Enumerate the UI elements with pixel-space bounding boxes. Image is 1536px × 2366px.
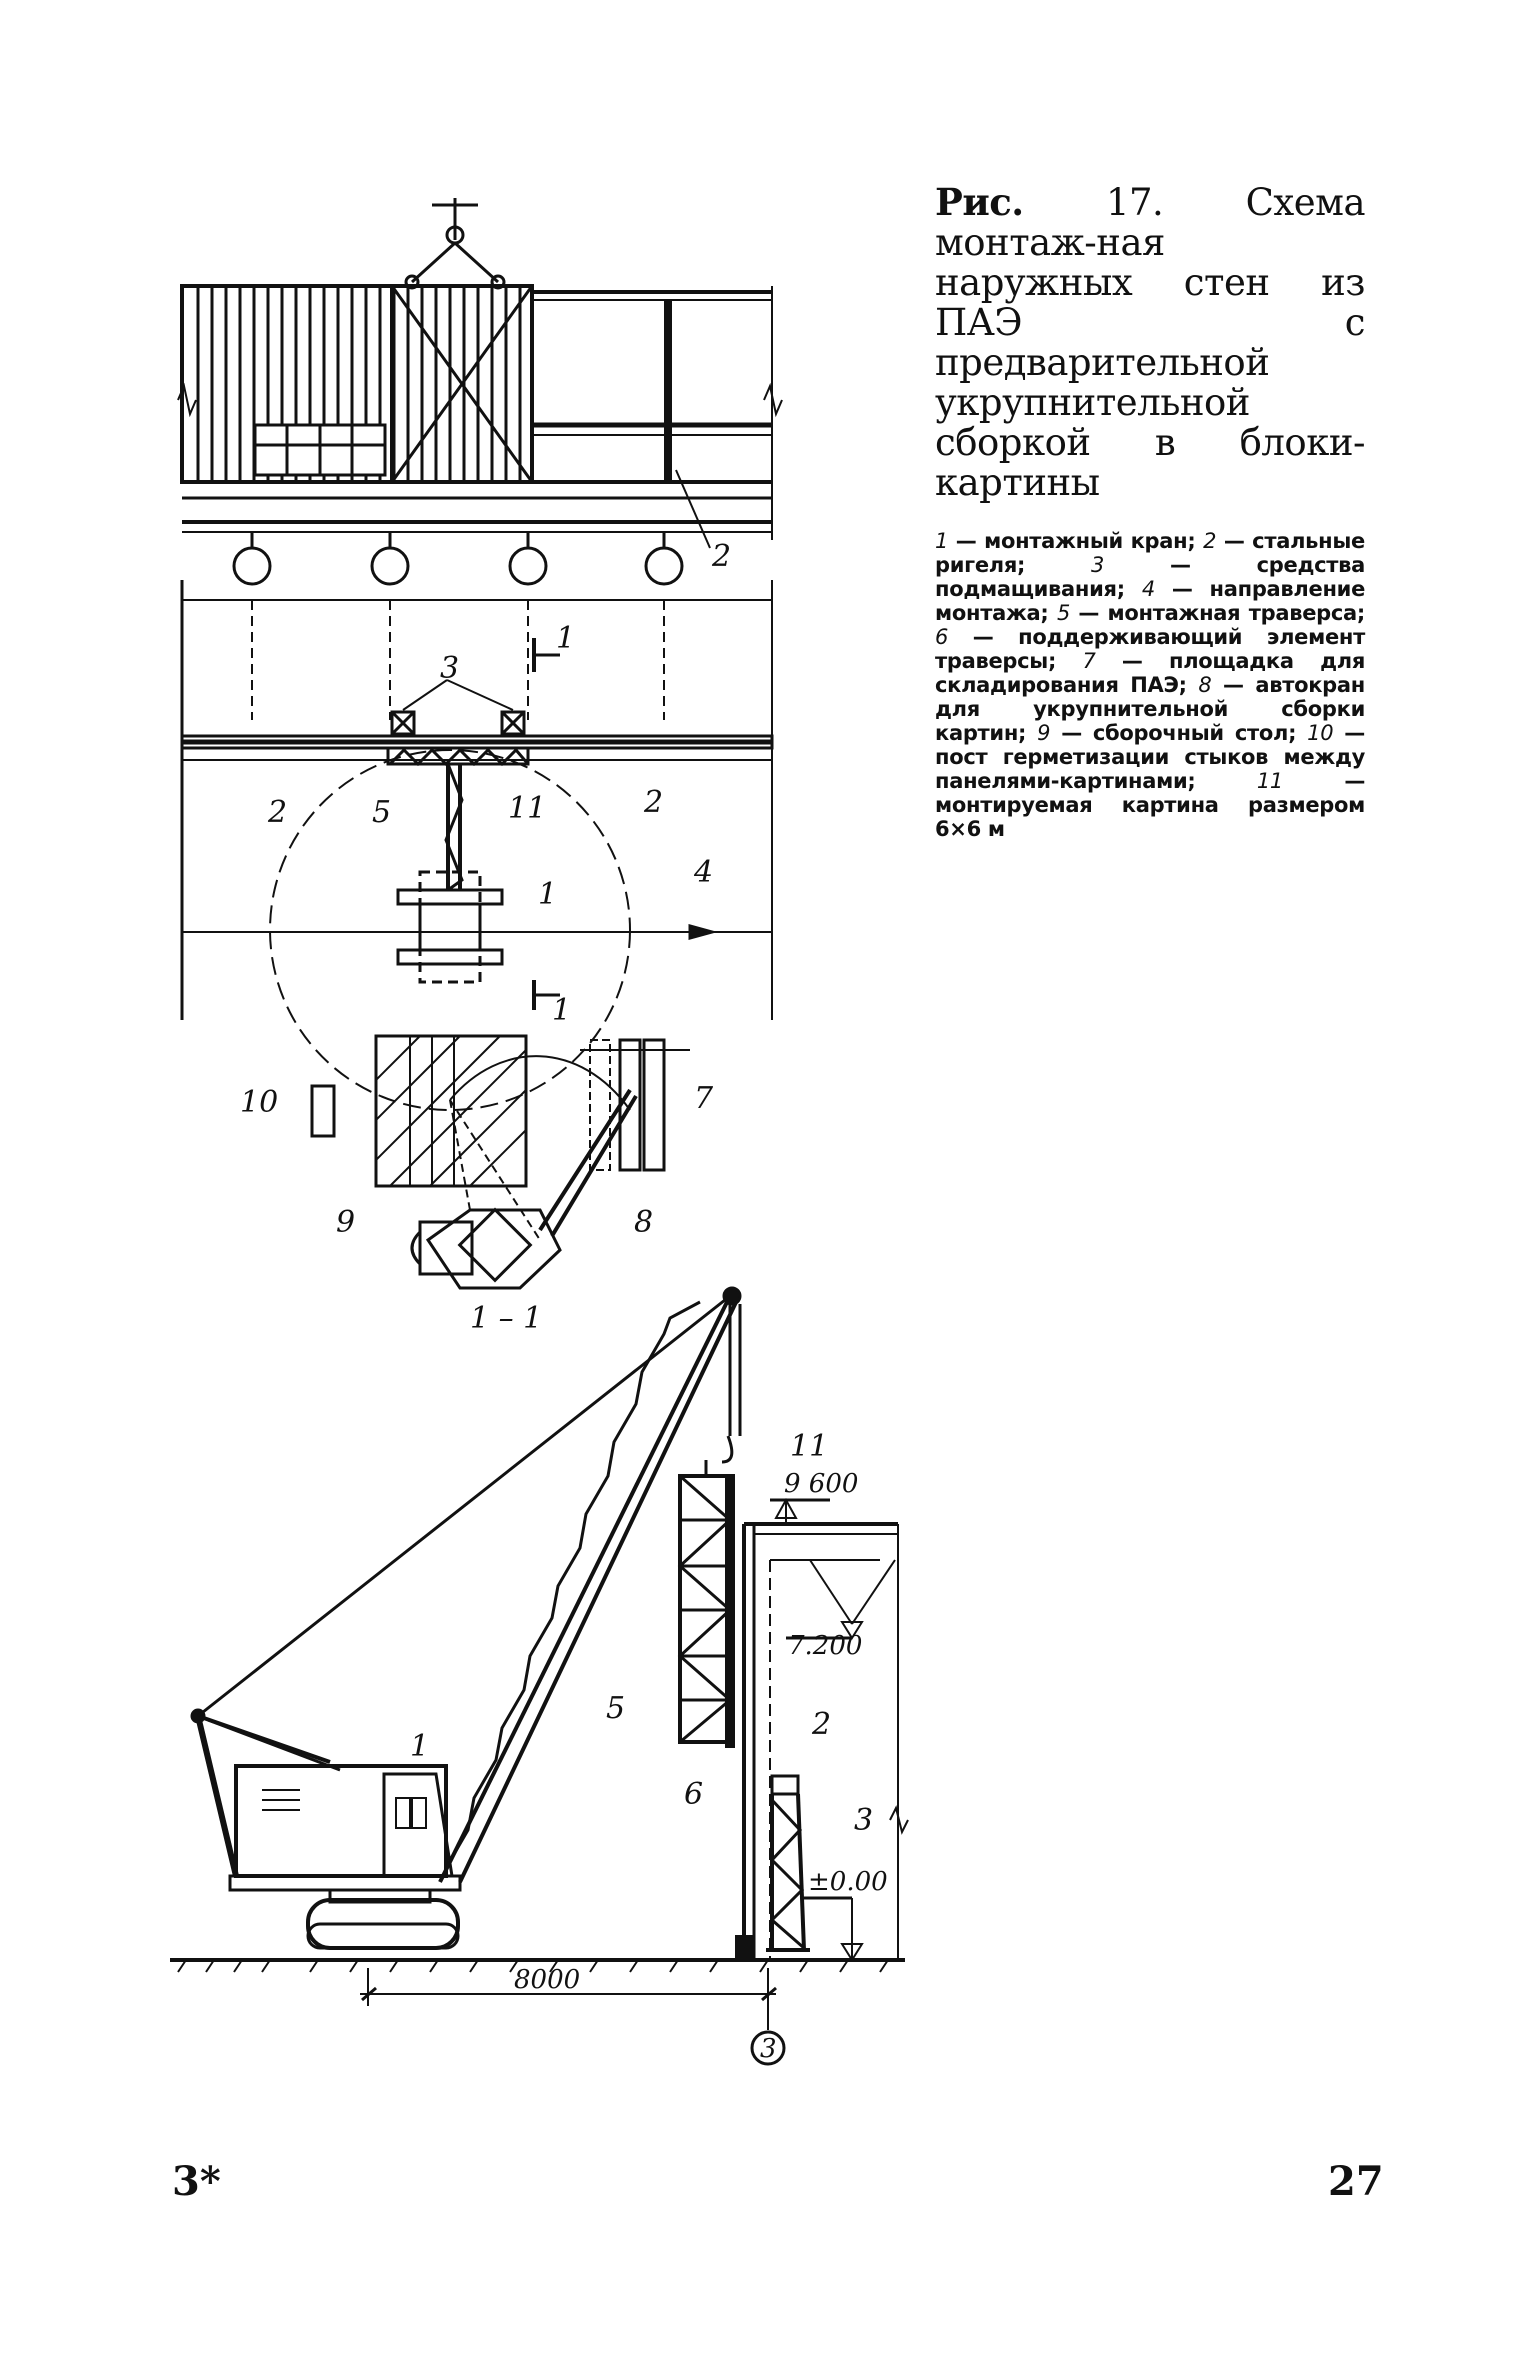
- legend-text-11: — монтируемая картина размером 6×6 м: [935, 769, 1366, 841]
- section-mark-bottom: 1: [552, 993, 571, 1028]
- legend-num-7: 7: [1082, 649, 1096, 673]
- label-7-plan: 7: [694, 1081, 714, 1116]
- elevation-7200: 7.200: [788, 1631, 862, 1661]
- figure-number: 17.: [1105, 181, 1164, 224]
- axis-label-3: 3: [760, 2034, 777, 2064]
- elevation-9600: 9 600: [784, 1469, 858, 1499]
- figure-title-text: Схема монтаж-ная наружных стен из ПАЭ с …: [935, 181, 1366, 504]
- label-6-section: 6: [684, 1777, 703, 1812]
- legend-num-2: 2: [1203, 529, 1217, 553]
- legend-text-4: — направление монтажа;: [935, 577, 1366, 625]
- label-11-section: 11: [790, 1429, 828, 1464]
- legend-num-9: 9: [1037, 721, 1051, 745]
- section-1-1: [170, 1286, 909, 2066]
- label-5-plan: 5: [372, 795, 391, 830]
- elevation-000: ±0.00: [808, 1867, 888, 1897]
- section-title: 1 – 1: [470, 1301, 542, 1336]
- label-4-plan: 4: [693, 855, 713, 890]
- legend-num-3: 3: [1091, 553, 1105, 577]
- dimension-8000: 8000: [514, 1965, 580, 1995]
- plan-view: [180, 580, 774, 1290]
- legend-text-1: — монтажный кран;: [955, 529, 1196, 553]
- label-10-plan: 10: [240, 1085, 278, 1120]
- legend-num-4: 4: [1141, 577, 1155, 601]
- label-2-plan-left: 2: [267, 795, 287, 830]
- legend-text-3: — средства подмащивания;: [935, 553, 1366, 601]
- legend-num-11: 11: [1256, 769, 1283, 793]
- label-2-top: 2: [711, 539, 731, 574]
- legend-text-5: — монтажная траверса;: [1078, 601, 1366, 625]
- legend-text-7: — площадка для складирования ПАЭ;: [935, 649, 1365, 697]
- legend-num-1: 1: [935, 529, 949, 553]
- figure-caption: Рис. 17. Схема монтаж-ная наружных стен …: [935, 180, 1366, 841]
- legend-text-8: — автокран для укрупнительной сборки кар…: [935, 673, 1365, 745]
- wall-elevation: [177, 198, 783, 586]
- legend-text-10: — пост герметизации стыков между панелям…: [935, 721, 1365, 793]
- label-8-plan: 8: [634, 1205, 653, 1240]
- figure-legend: 1 — монтажный кран; 2 — стальные ригеля;…: [935, 529, 1365, 841]
- legend-num-6: 6: [935, 625, 949, 649]
- label-9-plan: 9: [336, 1205, 355, 1240]
- label-11-plan: 11: [508, 791, 546, 826]
- label-1-plan: 1: [538, 877, 557, 912]
- signature-mark: 3*: [172, 2158, 221, 2205]
- figure-title: Рис. 17. Схема монтаж-ная наружных стен …: [935, 180, 1366, 504]
- label-1-section: 1: [410, 1729, 429, 1764]
- label-3-plan: 3: [440, 651, 459, 686]
- label-5-section: 5: [606, 1691, 625, 1726]
- figure-prefix: Рис.: [935, 180, 1024, 224]
- legend-num-8: 8: [1198, 673, 1212, 697]
- label-2-plan-right: 2: [643, 785, 663, 820]
- section-mark-top: 1: [556, 621, 575, 656]
- legend-num-5: 5: [1056, 601, 1070, 625]
- label-2-section: 2: [811, 1707, 831, 1742]
- legend-text-2: — стальные ригеля;: [935, 529, 1365, 577]
- legend-num-10: 10: [1307, 721, 1334, 745]
- page-number: 27: [1328, 2158, 1384, 2205]
- legend-text-6: — поддерживающий элемент траверсы;: [935, 625, 1365, 673]
- label-3-section: 3: [854, 1803, 873, 1838]
- legend-text-9: — сборочный стол;: [1061, 721, 1297, 745]
